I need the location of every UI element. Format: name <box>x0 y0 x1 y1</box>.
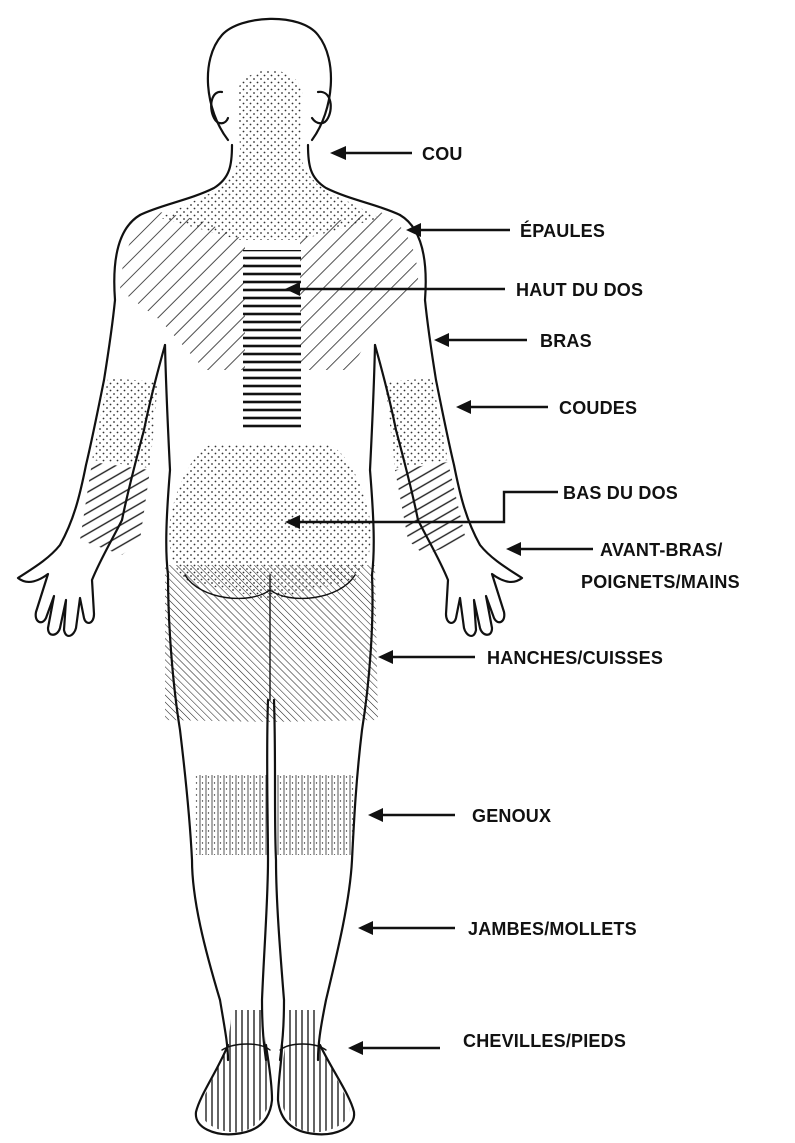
left-shoulder-region <box>120 212 245 370</box>
arrow-hanches <box>378 650 475 664</box>
arrow-epaules <box>406 223 510 237</box>
right-shoulder-region <box>300 212 418 370</box>
label-epaules: ÉPAULES <box>520 220 605 241</box>
left-ear-outline <box>211 92 228 123</box>
right-arm-inner-outline <box>370 345 375 575</box>
neck-region <box>160 70 380 240</box>
label-jambes-mollets: JAMBES/MOLLETS <box>468 919 637 939</box>
hips-thighs-region <box>165 565 378 722</box>
left-ankle-foot-region <box>201 1010 272 1132</box>
right-knee-region <box>275 775 355 855</box>
label-chevilles-pieds: CHEVILLES/PIEDS <box>463 1031 626 1051</box>
label-avant-bras-line1: AVANT-BRAS/ <box>600 540 723 560</box>
label-genoux: GENOUX <box>472 806 551 826</box>
upper-back-region <box>243 250 301 430</box>
left-arm-inner-outline <box>165 345 170 575</box>
arrow-chevilles <box>348 1041 440 1055</box>
label-cou: COU <box>422 144 463 164</box>
label-bras: BRAS <box>540 331 592 351</box>
arrow-coudes <box>456 400 548 414</box>
label-hanches-cuisses: HANCHES/CUISSES <box>487 648 663 668</box>
right-leg-inner-outline <box>274 700 284 1060</box>
arrow-jambes <box>358 921 455 935</box>
label-avant-bras-line2: POIGNETS/MAINS <box>581 572 740 592</box>
arrow-genoux <box>368 808 455 822</box>
arrow-bras <box>434 333 527 347</box>
arrow-cou <box>330 146 412 160</box>
right-ankle-foot-region <box>280 1010 349 1132</box>
arrow-avant-bras <box>506 542 593 556</box>
label-haut-du-dos: HAUT DU DOS <box>516 280 643 300</box>
left-forearm-region <box>80 462 150 555</box>
left-leg-inner-outline <box>262 700 268 1060</box>
label-bas-du-dos: BAS DU DOS <box>563 483 678 503</box>
label-coudes: COUDES <box>559 398 637 418</box>
left-knee-region <box>195 775 267 855</box>
